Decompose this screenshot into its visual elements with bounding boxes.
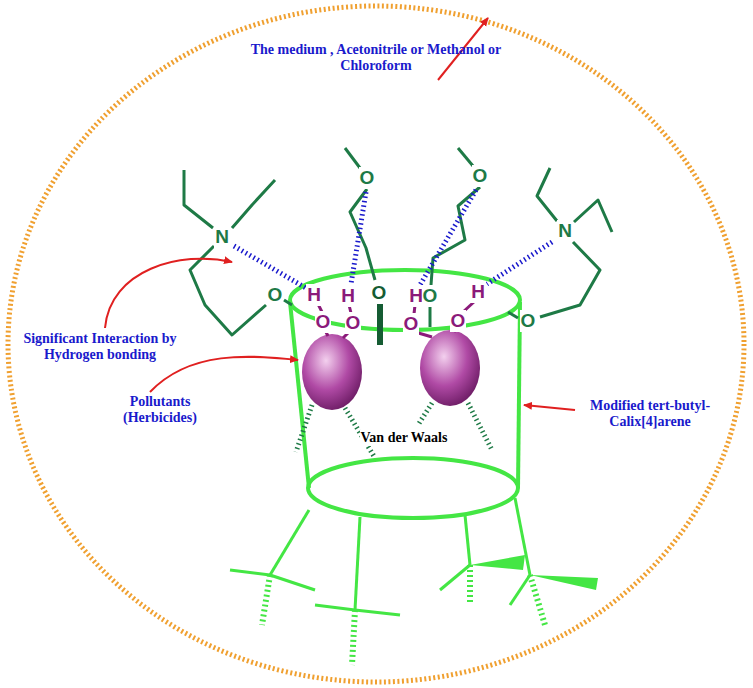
tert-butyl-groups [230,498,598,665]
atom-label: O [371,282,388,304]
callout-label: Modified tert-butyl-Calix[4]arene [575,398,725,430]
medium-boundary [8,6,744,682]
atom-label: O [267,284,284,306]
pollutant [302,334,362,410]
medium-label: The medium , Acetonitrile or Methanol or… [236,42,516,74]
atom-label: H [306,284,322,306]
callout-label: Pollutants (Herbicides) [105,394,215,426]
atom-label: O [345,312,362,334]
atom-label: O [422,285,439,307]
interaction-label: Van der Waals [360,430,449,446]
atom-label: O [520,310,537,332]
atom-label: N [214,226,230,248]
van-der-waals-contacts [296,403,492,458]
pointer-arrows [105,18,575,410]
hydrogen-bonds [234,190,552,288]
pollutant [420,330,480,406]
atom-label: O [403,313,420,335]
atom-label: O [315,311,332,333]
calixarene-cone [290,270,520,518]
callout-label: Significant Interaction by Hydrogen bond… [20,331,180,363]
atom-label: O [359,167,376,189]
atom-label: O [472,165,489,187]
atom-label: H [340,285,356,307]
atom-label: H [470,281,486,303]
substituent-chains [184,148,612,345]
atom-label: N [557,220,573,242]
atom-label: O [450,310,467,332]
